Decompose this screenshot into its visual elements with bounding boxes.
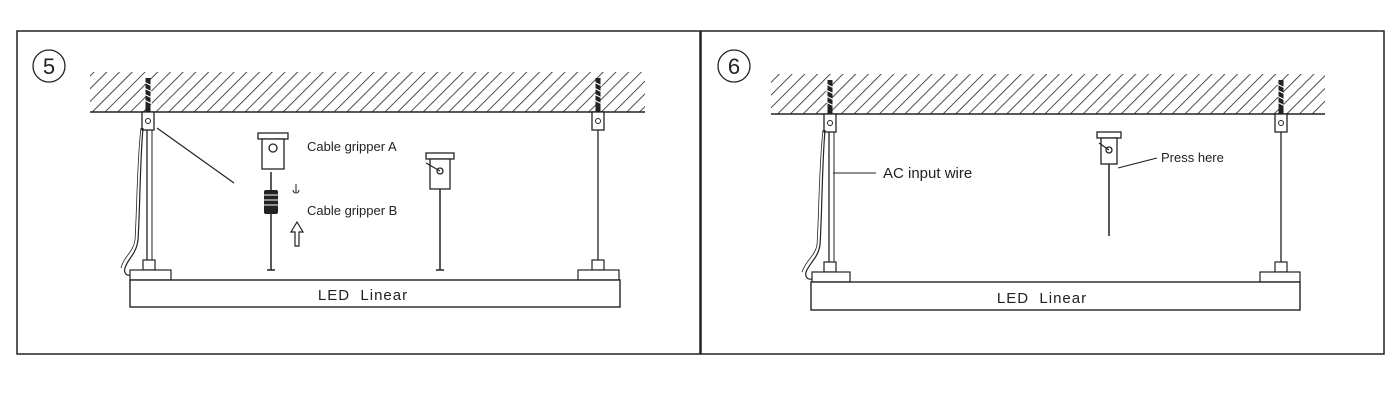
led-linear-fixture: LED Linear <box>129 279 621 308</box>
ceiling <box>90 72 645 113</box>
left-fixture-mount <box>129 259 172 281</box>
push-up-arrow-icon <box>289 220 305 247</box>
step-badge: 6 <box>717 49 751 83</box>
right-ceiling-anchor <box>1274 80 1288 133</box>
label-ac-input-wire: AC input wire <box>883 165 972 182</box>
ac-power-cord <box>124 127 144 276</box>
label-cable-gripper-b: Cable gripper B <box>307 203 397 218</box>
step-number: 6 <box>728 54 740 79</box>
left-ceiling-anchor <box>823 80 837 133</box>
step-number: 5 <box>43 54 55 79</box>
panel-frame <box>16 30 701 355</box>
fixture-label: LED Linear <box>318 287 408 304</box>
assembled-gripper <box>425 152 455 271</box>
panel-frame <box>700 30 1385 355</box>
led-linear-fixture: LED Linear <box>810 281 1301 311</box>
left-suspension-cable <box>828 132 835 264</box>
cable-gripper-b <box>264 172 278 271</box>
left-fixture-mount <box>811 261 851 283</box>
panel-step-5: 5 <box>16 30 701 355</box>
ac-power-cord-outer <box>801 129 824 273</box>
detail-leader-line <box>156 127 235 184</box>
step-badge: 5 <box>32 49 66 83</box>
right-fixture-mount <box>577 259 620 281</box>
panel-step-6: 6 AC input wire <box>700 30 1385 355</box>
cable-gripper-a <box>257 132 289 170</box>
ac-power-cord <box>805 129 826 280</box>
rotate-icon <box>292 184 300 194</box>
left-suspension-cable <box>146 130 153 262</box>
left-ceiling-anchor <box>141 78 155 131</box>
ceiling <box>771 74 1325 115</box>
right-fixture-mount <box>1259 261 1301 283</box>
label-cable-gripper-a: Cable gripper A <box>307 139 397 154</box>
ac-power-cord-outer <box>120 127 142 269</box>
fixture-label: LED Linear <box>997 290 1087 307</box>
gripper-release <box>1096 131 1122 236</box>
press-here-leader <box>1117 157 1158 169</box>
label-press-here: Press here <box>1161 150 1224 165</box>
